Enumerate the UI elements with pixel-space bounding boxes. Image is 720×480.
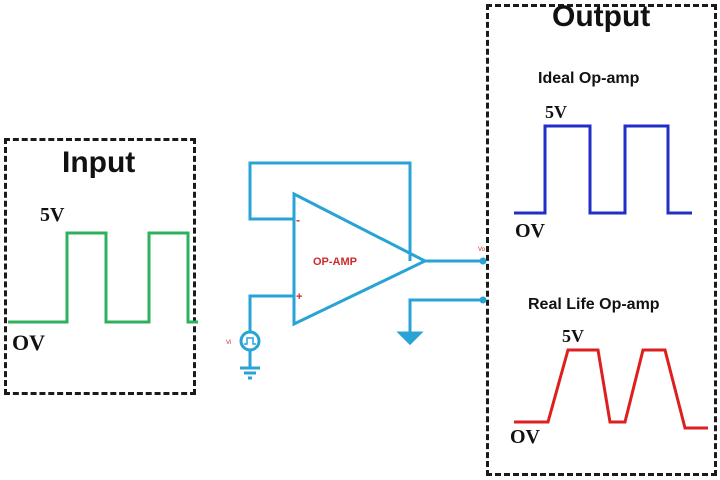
input-square-wave xyxy=(8,231,198,324)
output-voltage-label: Vo xyxy=(478,247,486,253)
signal-source-icon xyxy=(239,330,261,352)
opamp-circuit xyxy=(239,161,483,368)
ground-icon-2 xyxy=(396,331,424,346)
input-title: Input xyxy=(62,146,136,179)
real-0v-label: OV xyxy=(510,426,540,448)
ideal-opamp-title: Ideal Op-amp xyxy=(538,70,640,87)
ground-symbols xyxy=(240,331,424,380)
real-opamp-title: Real Life Op-amp xyxy=(528,296,660,313)
minus-sign: - xyxy=(296,213,300,227)
output-title: Output xyxy=(552,0,651,33)
feedback-wire xyxy=(248,161,412,261)
output-panel xyxy=(486,4,717,476)
input-0v-label: OV xyxy=(12,330,45,355)
output-terminal-bottom xyxy=(479,296,487,304)
output-terminal-top xyxy=(479,257,487,265)
plus-sign: + xyxy=(296,291,302,303)
input-panel xyxy=(4,138,196,395)
real-5v-label: 5V xyxy=(562,326,584,346)
opamp-label: OP-AMP xyxy=(313,256,357,268)
real-output-wave xyxy=(514,348,708,430)
opamp-triangle xyxy=(292,191,429,327)
ideal-0v-label: OV xyxy=(515,220,545,242)
noninverting-wire xyxy=(248,294,294,332)
ideal-5v-label: 5V xyxy=(545,102,567,122)
input-5v-label: 5V xyxy=(40,204,65,226)
ground-wire xyxy=(408,298,483,333)
source-pulse-icon xyxy=(244,337,256,345)
source-label: Vi xyxy=(226,340,231,346)
ideal-output-wave xyxy=(514,124,692,215)
